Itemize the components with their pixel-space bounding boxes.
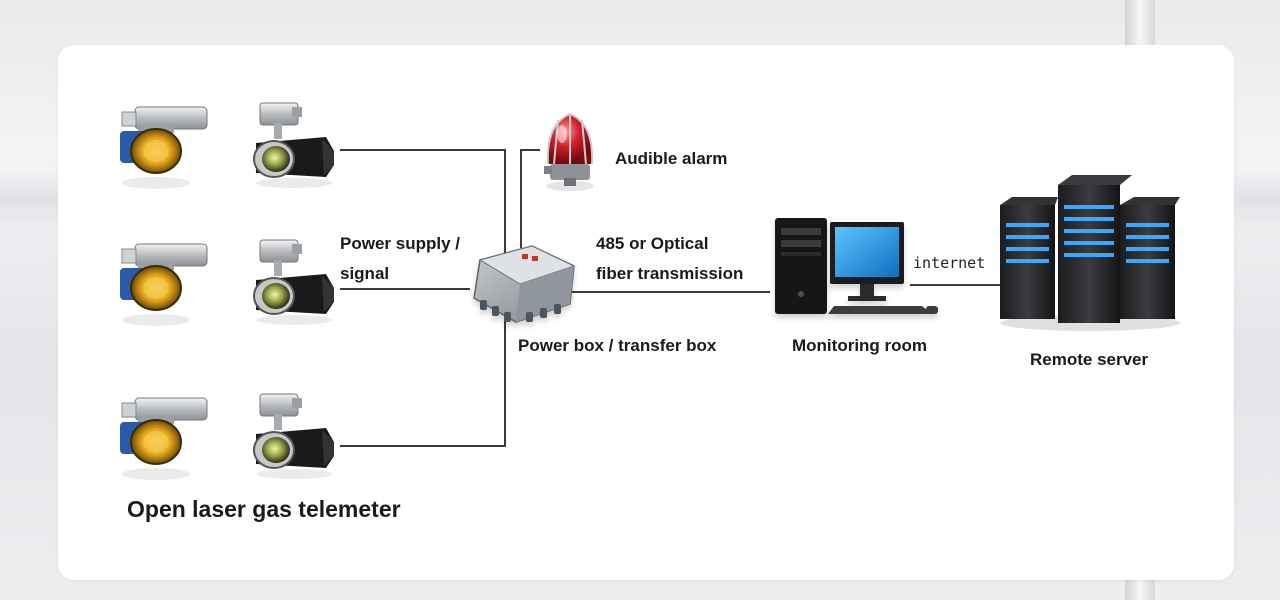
laser-detector-icon [119, 106, 208, 190]
laser-detector-icon [119, 243, 208, 327]
laser-receiver-icon [253, 102, 335, 189]
label-power-supply-line1: Power supply / [340, 234, 460, 253]
label-audible-alarm: Audible alarm [615, 149, 728, 168]
label-power-supply-line2: signal [340, 264, 390, 283]
laser-receiver-icon [253, 239, 335, 326]
server-rack-icon [1000, 175, 1180, 331]
power-box-icon [473, 245, 576, 323]
computer-tower-icon [775, 218, 827, 314]
label-remote-server: Remote server [1030, 350, 1149, 369]
line-alarm [520, 149, 540, 248]
alarm-beacon-icon [544, 112, 594, 191]
label-telemeter: Open laser gas telemeter [127, 496, 401, 522]
laser-detector-icon [119, 397, 208, 481]
connection-lines [340, 149, 1000, 447]
label-transmission-line2: fiber transmission [596, 264, 744, 283]
monitor-icon [828, 222, 938, 314]
label-transmission-line1: 485 or Optical [596, 234, 709, 253]
laser-receiver-icon [253, 393, 335, 480]
label-internet: internet [913, 254, 986, 272]
label-power-box: Power box / transfer box [518, 336, 717, 355]
label-monitoring-room: Monitoring room [792, 336, 928, 355]
